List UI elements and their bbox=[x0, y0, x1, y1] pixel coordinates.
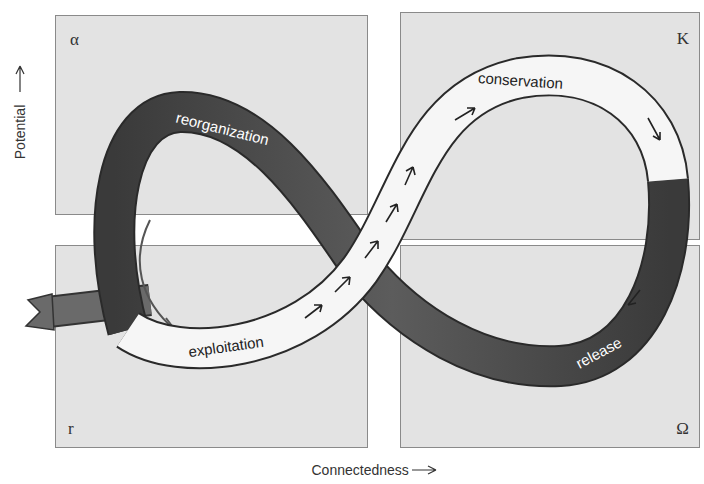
axis-label: Connectedness bbox=[312, 462, 409, 478]
quadrant-symbol: α bbox=[70, 30, 79, 50]
quadrant-symbol: Ω bbox=[676, 419, 689, 439]
quadrant-symbol: r bbox=[68, 419, 74, 439]
axis-label: Potential bbox=[12, 105, 28, 159]
quadrant-symbol: K bbox=[677, 29, 689, 49]
